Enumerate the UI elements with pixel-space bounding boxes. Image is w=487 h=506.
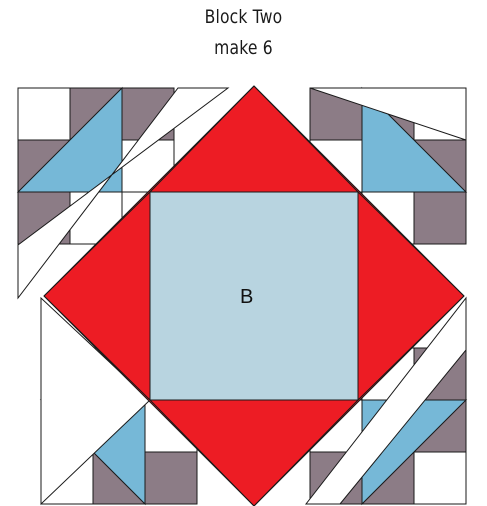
patch-square [414,192,466,244]
patch-square [145,452,197,504]
center-square [150,192,358,400]
patch-square [414,452,466,504]
center-square-label: B [240,286,253,309]
patch-square [18,88,70,140]
